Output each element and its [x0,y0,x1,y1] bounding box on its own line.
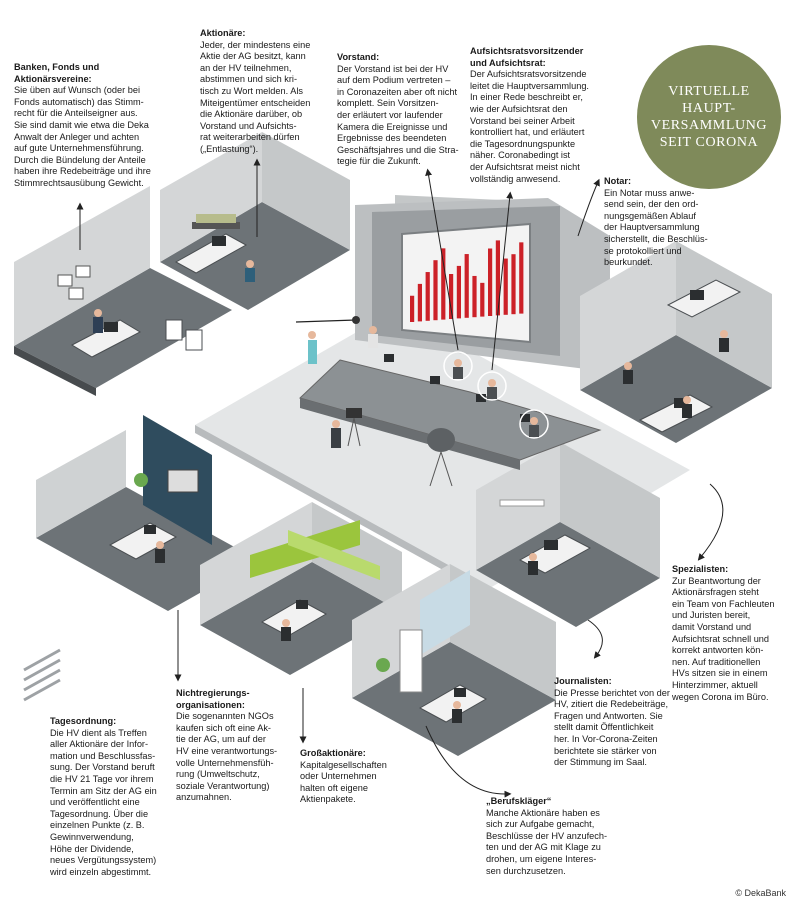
shareholders-room-floor [160,202,350,310]
label-ngos-title: Nichtregierungs- organisationen: [176,688,250,710]
label-banken: Banken, Fonds und Aktionärsvereine: Sie … [14,62,184,190]
arrow-vorstand [425,168,459,351]
label-grossaktionaere-title: Großaktionäre: [300,748,366,758]
arrow-spezialisten [697,483,724,561]
plants [134,473,390,672]
screen-bar [495,240,500,316]
label-vorstand-body: Der Vorstand ist bei der HV auf dem Podi… [337,63,459,167]
screen-bar [433,260,438,321]
badge-text: VIRTUELLE HAUPT- VERSAMMLUNG SEIT CORONA [650,84,768,150]
label-banken-body: Sie üben auf Wunsch (oder bei Fonds auto… [14,85,151,188]
label-tagesordnung: Tagesordnung: Die HV dient als Treffen a… [50,716,175,878]
label-notar-body: Ein Notar muss anwe- send sein, der den … [604,187,708,268]
label-berufsklaeger: „Berufskläger“ Manche Aktionäre haben es… [486,796,626,877]
people [93,260,729,723]
camera-equipment [295,316,455,487]
screen-bar [449,274,454,319]
copyright: © DekaBank [735,888,786,898]
arrow-notar [577,178,600,237]
screen-bar [464,254,469,318]
screen-bar-chart [410,240,524,322]
label-notar: Notar: Ein Notar muss anwe- send sein, d… [604,176,714,269]
label-tagesordnung-body: Die HV dient als Treffen aller Aktionäre… [50,727,157,877]
screen-bar [488,248,493,316]
screen-bar [417,283,422,322]
label-aufsichtsrat-title: Aufsichtsratsvorsitzender und Aufsichtsr… [470,46,584,68]
label-notar-title: Notar: [604,176,632,186]
label-grossaktionaere-body: Kapitalgesellschaften oder Unternehmen h… [300,759,387,805]
screen-bar [519,242,524,314]
label-journalisten-title: Journalisten: [554,676,612,686]
label-ngos: Nichtregierungs- organisationen: Die sog… [176,688,304,804]
label-journalisten: Journalisten: Die Presse berichtet von d… [554,676,684,769]
label-journalisten-body: Die Presse berichtet von der HV, zitiert… [554,687,670,768]
label-vorstand: Vorstand: Der Vorstand ist bei der HV au… [337,52,477,168]
screen-bar [480,282,485,317]
screen-bar [425,272,430,321]
label-spezialisten-title: Spezialisten: [672,564,729,574]
screen-bar [503,258,508,315]
arrow-berufsklaeger [425,725,512,798]
virtual-agm-badge: VIRTUELLE HAUPT- VERSAMMLUNG SEIT CORONA [637,45,781,189]
screen-bar [441,248,446,320]
label-tagesordnung-title: Tagesordnung: [50,716,117,726]
screen-bar [410,295,415,322]
label-spezialisten-body: Zur Beantwortung der Aktionärsfragen ste… [672,575,775,702]
screen-bar [456,265,461,319]
pointer-arrows [76,158,724,798]
label-aktionaere-title: Aktionäre: [200,28,246,38]
label-ngos-body: Die sogenannten NGOs kaufen sich oft ein… [176,711,278,803]
label-vorstand-title: Vorstand: [337,52,380,62]
label-aufsichtsrat: Aufsichtsratsvorsitzender und Aufsichtsr… [470,46,620,185]
notary-room-floor [580,335,772,443]
ngo-room-wall [36,430,126,538]
label-aktionaere: Aktionäre: Jeder, der mindestens eine Ak… [200,28,330,156]
label-aufsichtsrat-body: Der Aufsichtsratsvorsitzende leitet die … [470,69,589,184]
text-lines-decor [23,648,61,702]
label-berufsklaeger-body: Manche Aktionäre haben es sich zur Aufga… [486,807,608,876]
arrow-journalisten [587,619,603,659]
arrow-aufsichtsrat [491,191,514,371]
screen-bar [472,275,477,318]
label-banken-title: Banken, Fonds und Aktionärsvereine: [14,62,100,84]
label-berufsklaeger-title: „Berufskläger“ [486,796,552,806]
label-grossaktionaere: Großaktionäre: Kapitalgesellschaften ode… [300,748,410,806]
label-spezialisten: Spezialisten: Zur Beantwortung der Aktio… [672,564,792,703]
room-walls [14,132,772,700]
specialists-room-floor [476,522,660,627]
monitors [104,236,704,697]
label-aktionaere-body: Jeder, der mindestens eine Aktie der AG … [200,39,311,154]
screen-bar [511,254,516,315]
